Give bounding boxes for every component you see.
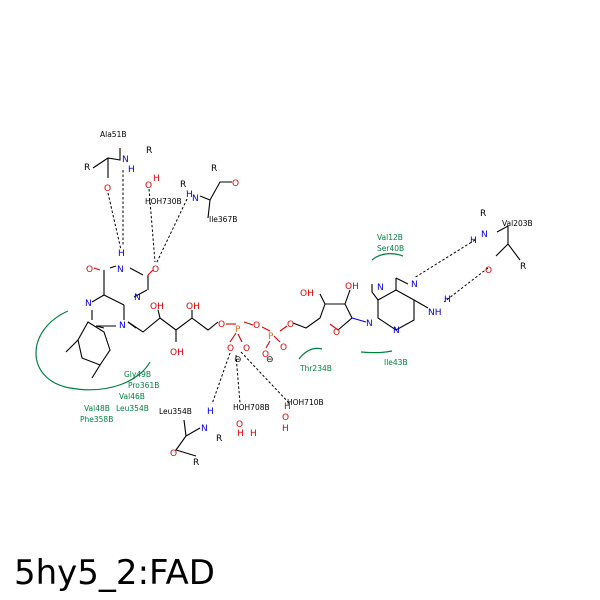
- hoh708b-h2: H: [237, 429, 244, 439]
- residue-ile43b: Ile43B: [384, 358, 408, 367]
- hydrophobic-residue-labels: Gly49B Pro361B Val46B Val48B Leu354B Phe…: [80, 233, 408, 424]
- hoh710b-o: O: [282, 413, 289, 423]
- atom-n3: N: [117, 265, 124, 275]
- ile367b-o: O: [232, 179, 239, 189]
- hydrophobic-arc-ile43b: [360, 350, 393, 354]
- atom-oh-c4: OH: [186, 302, 200, 312]
- charge-minus-1: ⊖: [234, 355, 242, 365]
- val203b-n: N: [481, 230, 488, 240]
- ligand-bonds: [65, 148, 521, 457]
- hbond-residue-labels: Ala51B HOH730B Ile367B Val203B Leu354B H…: [100, 130, 533, 416]
- atom-p-b: P: [268, 332, 274, 342]
- atom-o4: O: [86, 265, 93, 275]
- val203b-r: R: [480, 209, 486, 219]
- hoh710b-h2: H: [282, 424, 289, 434]
- atom-nh-6-h: H: [444, 295, 451, 305]
- atom-n1: N: [134, 293, 141, 303]
- residue-hoh730b: HOH730B: [145, 197, 182, 206]
- residue-leu354b: Leu354B: [159, 407, 192, 416]
- leu354b-o: O: [170, 449, 177, 459]
- atom-o-pa1: O: [227, 344, 234, 354]
- atom-o-pb2: O: [280, 343, 287, 353]
- atom-o-pb1: O: [262, 350, 269, 360]
- residue-hoh708b: HOH708B: [233, 403, 270, 412]
- hbond-val203b-n6: [443, 267, 489, 303]
- residue-ser40b: Ser40B: [377, 244, 404, 253]
- ala51b-r: R: [146, 146, 152, 156]
- leu354b-h: H: [207, 407, 214, 417]
- val203b-r-side: R: [520, 262, 526, 272]
- val203b-o: O: [485, 266, 492, 276]
- atom-p-a: P: [235, 325, 241, 335]
- hbond-ile367b-o2: [155, 198, 188, 265]
- ile367b-n: N: [192, 194, 199, 204]
- atom-oh-ribose-3: OH: [345, 282, 359, 292]
- hydrophobic-arc-isoalloxazine: [35, 310, 151, 391]
- residue-ile367b: Ile367B: [209, 215, 237, 224]
- residue-val12b: Val12B: [377, 233, 403, 242]
- hbond-ala51b-n3: [107, 192, 122, 251]
- hoh730b-o: O: [145, 181, 152, 191]
- residue-val48b: Val48B: [84, 404, 110, 413]
- diagram-title: 5hy5_2:FAD: [14, 553, 215, 593]
- residue-ala51b: Ala51B: [100, 130, 127, 139]
- atom-oh-c2: OH: [150, 302, 164, 312]
- leu354b-n: N: [201, 424, 208, 434]
- atom-o-bridge: O: [253, 321, 260, 331]
- ile367b-h: H: [186, 190, 193, 200]
- atom-o-ribose-ring: O: [333, 328, 340, 338]
- hbond-hoh708b-phosphate: [235, 354, 241, 404]
- leu354b-r: R: [216, 434, 222, 444]
- residue-phe358b: Phe358B: [80, 415, 113, 424]
- leu354b-r-side: R: [193, 458, 199, 468]
- hbond-hoh730b-o2: [148, 188, 156, 263]
- hbond-leu354b-phosphate: [211, 352, 231, 405]
- hydrophobic-arc-thr234b: [298, 347, 323, 360]
- residue-hoh710b: HOH710B: [287, 398, 324, 407]
- ala51b-n: N: [122, 155, 129, 165]
- hoh708b-h: H: [250, 429, 257, 439]
- atom-n3-h: H: [118, 249, 125, 259]
- atom-n9: N: [366, 319, 373, 329]
- ile367b-r: R: [180, 180, 186, 190]
- atom-n7: N: [393, 326, 400, 336]
- ala51b-h: H: [128, 165, 135, 175]
- hoh708b-o: O: [236, 420, 243, 430]
- atom-o5: O: [218, 320, 225, 330]
- atom-n5: N: [85, 299, 92, 309]
- val203b-h: H: [470, 236, 477, 246]
- ligand-atoms: O N H O N N N OH OH OH O P O P O O O O O…: [85, 249, 451, 365]
- atom-o-pa2: O: [243, 344, 250, 354]
- atom-oh-c3: OH: [170, 348, 184, 358]
- charge-minus-2: ⊖: [266, 355, 274, 365]
- atom-n10: N: [119, 321, 126, 331]
- residue-val203b: Val203B: [502, 219, 533, 228]
- atom-nh-6: NH: [428, 308, 442, 318]
- residue-pro361b: Pro361B: [128, 381, 159, 390]
- ile367b-r-top: R: [211, 164, 217, 174]
- residue-gly49b: Gly49B: [124, 370, 151, 379]
- hoh710b-h: H: [284, 402, 291, 412]
- atom-o-5prime: O: [287, 320, 294, 330]
- ala51b-r-side: R: [84, 163, 90, 173]
- hydrogen-bonds: [107, 170, 489, 405]
- ala51b-o: O: [104, 184, 111, 194]
- hydrophobic-arc-val12b: [371, 253, 404, 261]
- atom-o2: O: [152, 265, 159, 275]
- hbond-val203b-n3: [413, 239, 476, 279]
- atom-n1-ad: N: [411, 280, 418, 290]
- residue-atoms: R O N H R O H R O R H N R N H O R H N R …: [84, 146, 526, 468]
- hydrophobic-contacts: [35, 253, 404, 391]
- hoh730b-h: H: [153, 174, 160, 184]
- residue-val46b: Val46B: [119, 392, 145, 401]
- residue-leu354b-hydrophobic: Leu354B: [116, 404, 149, 413]
- atom-oh-ribose-2: OH: [300, 289, 314, 299]
- residue-thr234b: Thr234B: [299, 364, 332, 373]
- atom-n3-ad: N: [377, 283, 384, 293]
